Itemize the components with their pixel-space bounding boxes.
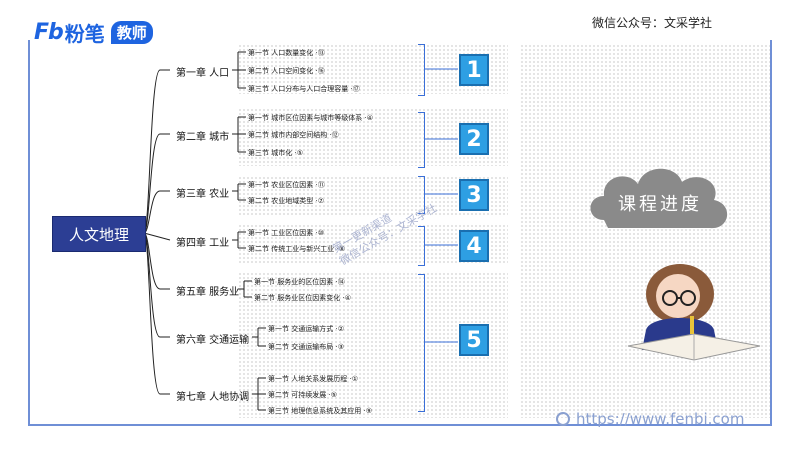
section-node: 第二节 人口空间变化 ·⑯ (248, 66, 325, 76)
girl-reading-illustration (627, 264, 761, 361)
logo-brand: 粉笔 (64, 22, 105, 46)
section-node: 第一节 人口数量变化 ·⑬ (248, 48, 325, 58)
section-number: ④ (344, 294, 351, 302)
chapter-node: 第一章 人口 (176, 68, 230, 79)
logo-fb: Fb (34, 20, 64, 45)
progress-number-5: 5 (459, 324, 489, 356)
section-label: 第一节 城市区位因素与城市等级体系 · (248, 114, 367, 122)
section-label: 第一节 农业区位因素 · (248, 181, 318, 189)
section-label: 第三节 城市化 · (248, 149, 297, 157)
section-node: 第二节 交通运输布局 ·③ (268, 342, 344, 352)
section-label: 第一节 工业区位因素 · (248, 229, 318, 237)
section-number: ⑪ (317, 181, 325, 189)
section-number: ① (351, 375, 358, 383)
section-label: 第二节 传统工业与新兴工业 · (248, 245, 339, 253)
section-number: ⑭ (337, 278, 345, 286)
chapter-node: 第六章 交通运输 (176, 335, 250, 346)
section-label: 第二节 服务业区位因素变化 · (254, 294, 345, 302)
progress-number-4: 4 (459, 230, 489, 262)
progress-label: 课程进度 (618, 194, 702, 215)
section-node: 第二节 可持续发展 ·⑤ (268, 390, 337, 400)
chapter-node: 第七章 人地协调 (176, 392, 250, 403)
section-node: 第三节 地理信息系统及其应用 ·⑨ (268, 406, 372, 416)
progress-number-2: 2 (459, 123, 489, 155)
fenbi-logo: Fb 粉笔 教师 (34, 18, 153, 47)
section-label: 第二节 农业地域类型 · (248, 197, 318, 205)
bracket (418, 176, 425, 214)
bracket (418, 226, 425, 266)
section-label: 第三节 地理信息系统及其应用 · (268, 407, 366, 415)
section-node: 第二节 服务业区位因素变化 ·④ (254, 293, 351, 303)
section-label: 第一节 服务业的区位因素 · (254, 278, 338, 286)
bracket (418, 44, 425, 96)
section-node: 第一节 人地关系发展历程 ·① (268, 374, 358, 384)
section-label: 第一节 交通运输方式 · (268, 325, 338, 333)
bracket (418, 112, 425, 168)
chapter-node: 第四章 工业 (176, 238, 230, 249)
dots-panel (520, 44, 770, 418)
bracket (418, 274, 425, 412)
section-node: 第三节 人口分布与人口合理容量 ·⑰ (248, 84, 360, 94)
section-label: 第二节 城市内部空间结构 · (248, 131, 332, 139)
chapter-node: 第二章 城市 (176, 132, 230, 143)
section-node: 第一节 工业区位因素 ·⑩ (248, 228, 324, 238)
root-node: 人文地理 (52, 216, 146, 252)
section-node: 第一节 城市区位因素与城市等级体系 ·④ (248, 113, 373, 123)
section-node: 第一节 服务业的区位因素 ·⑭ (254, 277, 345, 287)
website-url[interactable]: https://www.fenbi.com (556, 410, 744, 428)
section-node: 第三节 城市化 ·⑤ (248, 148, 303, 158)
section-number: ③ (337, 343, 344, 351)
chapter-node: 第三章 农业 (176, 189, 230, 200)
progress-number-3: 3 (459, 179, 489, 211)
section-node: 第一节 农业区位因素 ·⑪ (248, 180, 325, 190)
section-number: ⑬ (317, 49, 325, 57)
section-node: 第一节 交通运输方式 ·② (268, 324, 344, 334)
section-node: 第二节 传统工业与新兴工业 ·⑧ (248, 244, 345, 254)
globe-icon (556, 412, 570, 426)
chapter-node: 第五章 服务业 (176, 287, 240, 298)
section-number: ⑰ (352, 85, 360, 93)
section-number: ⑨ (365, 407, 372, 415)
section-number: ⑧ (338, 245, 345, 253)
section-number: ⑫ (331, 131, 339, 139)
section-node: 第二节 农业地域类型 ·⑦ (248, 196, 324, 206)
frame-left-border (28, 40, 30, 426)
logo-tag: 教师 (110, 21, 153, 44)
section-label: 第二节 人口空间变化 · (248, 67, 318, 75)
url-text: https://www.fenbi.com (576, 410, 745, 428)
section-number: ② (337, 325, 344, 333)
section-number: ⑦ (317, 197, 324, 205)
progress-number-1: 1 (459, 54, 489, 86)
section-label: 第三节 人口分布与人口合理容量 · (248, 85, 353, 93)
section-number: ⑯ (317, 67, 325, 75)
slide-frame (28, 40, 772, 426)
section-number: ⑤ (330, 391, 337, 399)
section-label: 第一节 人口数量变化 · (248, 49, 318, 57)
section-label: 第二节 交通运输布局 · (268, 343, 338, 351)
cloud-shape (590, 168, 728, 229)
wechat-account: 微信公众号：文采学社 (592, 16, 713, 30)
section-label: 第二节 可持续发展 · (268, 391, 331, 399)
section-label: 第一节 人地关系发展历程 · (268, 375, 352, 383)
section-number: ⑩ (317, 229, 324, 237)
section-number: ④ (366, 114, 373, 122)
section-number: ⑤ (296, 149, 303, 157)
section-node: 第二节 城市内部空间结构 ·⑫ (248, 130, 339, 140)
